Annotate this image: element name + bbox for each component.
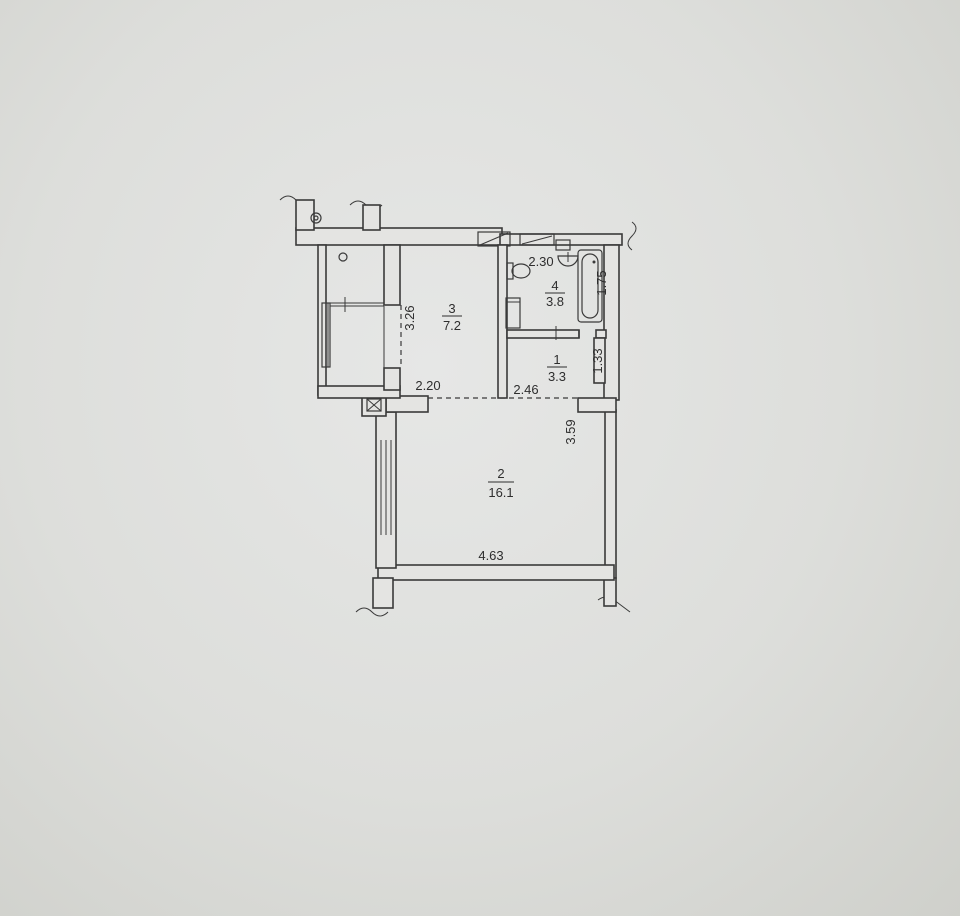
dimension-room1-height: 1.33 bbox=[590, 348, 605, 373]
room-label-1: 1 3.3 bbox=[547, 352, 567, 384]
wall-top-stub-left bbox=[295, 199, 315, 231]
vent-circle-icon bbox=[310, 212, 322, 224]
riser-icon bbox=[555, 239, 571, 251]
room-number: 2 bbox=[497, 466, 504, 481]
washing-machine-icon bbox=[505, 297, 521, 329]
loggia-wall-right bbox=[383, 244, 401, 306]
window-strip-top bbox=[477, 231, 511, 247]
vent-circle-icon bbox=[313, 215, 319, 221]
loggia-window bbox=[321, 302, 331, 368]
wall-top-stub-mid bbox=[362, 204, 381, 231]
room-number: 1 bbox=[553, 352, 560, 367]
dimension-room4-width: 2.30 bbox=[528, 254, 553, 269]
loggia-wall-bottom bbox=[317, 385, 401, 399]
loggia-wall-mid bbox=[383, 367, 401, 391]
break-line-bottom-left bbox=[355, 607, 389, 617]
dimension-room2-height: 3.59 bbox=[563, 419, 578, 444]
room-label-3: 3 7.2 bbox=[442, 301, 462, 333]
wall-right-bottom-stub bbox=[603, 577, 617, 607]
bath-wall-bottom bbox=[506, 329, 580, 339]
vent-shaft-cross bbox=[366, 398, 382, 412]
vent-circle-icon bbox=[338, 252, 348, 262]
wall-bottom-left-stub bbox=[372, 577, 394, 609]
room-area: 3.8 bbox=[546, 294, 564, 309]
room-area: 7.2 bbox=[443, 318, 461, 333]
wall-right-notch bbox=[577, 397, 617, 413]
bathtub-drain-icon bbox=[592, 260, 596, 264]
wall-right-upper bbox=[603, 244, 620, 401]
bathtub-inner-icon bbox=[581, 253, 599, 319]
room-label-2: 2 16.1 bbox=[488, 466, 514, 500]
wall-bottom bbox=[377, 564, 615, 581]
dimension-room3-width: 2.20 bbox=[415, 378, 440, 393]
window-strip-top bbox=[519, 233, 555, 246]
bath-wall-left bbox=[497, 244, 508, 399]
window-strip-line bbox=[521, 235, 553, 245]
dimension-room3-height: 3.26 bbox=[402, 305, 417, 330]
bath-wall-right-stub bbox=[595, 329, 607, 339]
wall-top-left bbox=[295, 227, 503, 246]
break-line-right bbox=[627, 221, 637, 251]
room-area: 16.1 bbox=[488, 485, 513, 500]
toilet-icon bbox=[506, 262, 514, 280]
dimension-room2-width: 4.63 bbox=[478, 548, 503, 563]
vent-shaft-icon bbox=[366, 398, 382, 412]
room-area: 3.3 bbox=[548, 369, 566, 384]
dimension-room1-width: 2.46 bbox=[513, 382, 538, 397]
toilet-bowl-icon bbox=[511, 263, 531, 279]
bathtub-icon bbox=[577, 249, 603, 323]
window-strip-line bbox=[479, 232, 509, 246]
wall-right-lower bbox=[604, 409, 617, 579]
sink-icon bbox=[557, 255, 579, 267]
dimension-room4-height: 1.75 bbox=[594, 270, 609, 295]
room-number: 3 bbox=[448, 301, 455, 316]
room-number: 4 bbox=[551, 278, 558, 293]
room-label-4: 4 3.8 bbox=[545, 278, 565, 309]
